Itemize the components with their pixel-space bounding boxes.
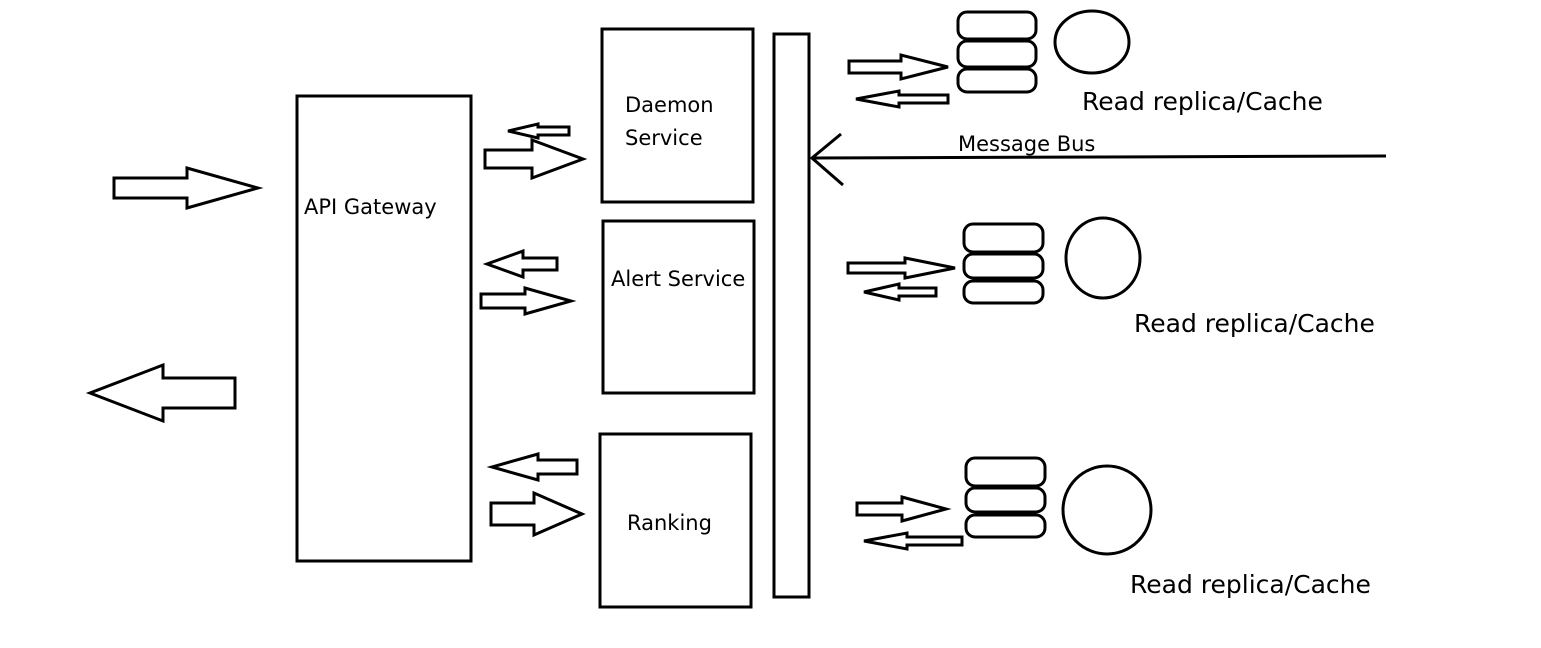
- incoming-request-arrow: [112, 166, 264, 210]
- replica-3-db-disk-top: [964, 456, 1047, 488]
- replica-2-cache-circle: [1064, 216, 1142, 300]
- replica-1-db-disk-top: [956, 10, 1038, 41]
- replica-2-db-disk-top: [962, 222, 1045, 254]
- replica-2-db-disk-bottom: [962, 279, 1045, 305]
- replica-1-cache-circle: [1053, 9, 1131, 75]
- message-bus-label: Message Bus: [958, 132, 1095, 156]
- replica-2-db-disk-middle: [962, 252, 1045, 280]
- message-bus-bar: [772, 32, 811, 599]
- alert-service-box: [601, 219, 756, 395]
- daemon-request-arrow: [483, 137, 588, 181]
- api-gateway-label: API Gateway: [304, 195, 437, 219]
- replica-3-db-disk-middle: [964, 486, 1047, 514]
- daemon-service-label-line2: Service: [625, 126, 703, 150]
- replica-2-label: Read replica/Cache: [1134, 309, 1375, 338]
- message-bus-arrowhead: [809, 132, 844, 187]
- outgoing-response-arrow: [85, 362, 237, 424]
- replica-1-label: Read replica/Cache: [1082, 87, 1323, 116]
- replica-2-write-arrow: [846, 256, 956, 280]
- ranking-service-label: Ranking: [627, 511, 712, 535]
- daemon-return-arrow: [507, 122, 571, 140]
- replica-3-label: Read replica/Cache: [1130, 570, 1371, 599]
- alert-return-arrow: [482, 248, 559, 280]
- replica-3-read-arrow: [863, 531, 964, 551]
- replica-1-db-disk-middle: [956, 39, 1038, 69]
- ranking-request-arrow: [489, 490, 586, 538]
- daemon-service-box: [600, 27, 755, 204]
- replica-2-read-arrow: [863, 282, 938, 302]
- api-gateway-box: [295, 94, 473, 563]
- replica-1-write-arrow: [847, 53, 949, 81]
- alert-service-label: Alert Service: [611, 267, 745, 291]
- message-bus-line: [811, 154, 1387, 160]
- replica-3-write-arrow: [855, 495, 952, 523]
- ranking-service-box: [598, 432, 753, 609]
- replica-1-db-disk-bottom: [956, 67, 1038, 94]
- replica-1-read-arrow: [855, 89, 950, 109]
- replica-3-cache-circle: [1061, 464, 1153, 556]
- alert-request-arrow: [479, 286, 577, 316]
- replica-3-db-disk-bottom: [964, 513, 1047, 539]
- ranking-return-arrow: [486, 452, 579, 482]
- daemon-service-label-line1: Daemon: [625, 93, 714, 117]
